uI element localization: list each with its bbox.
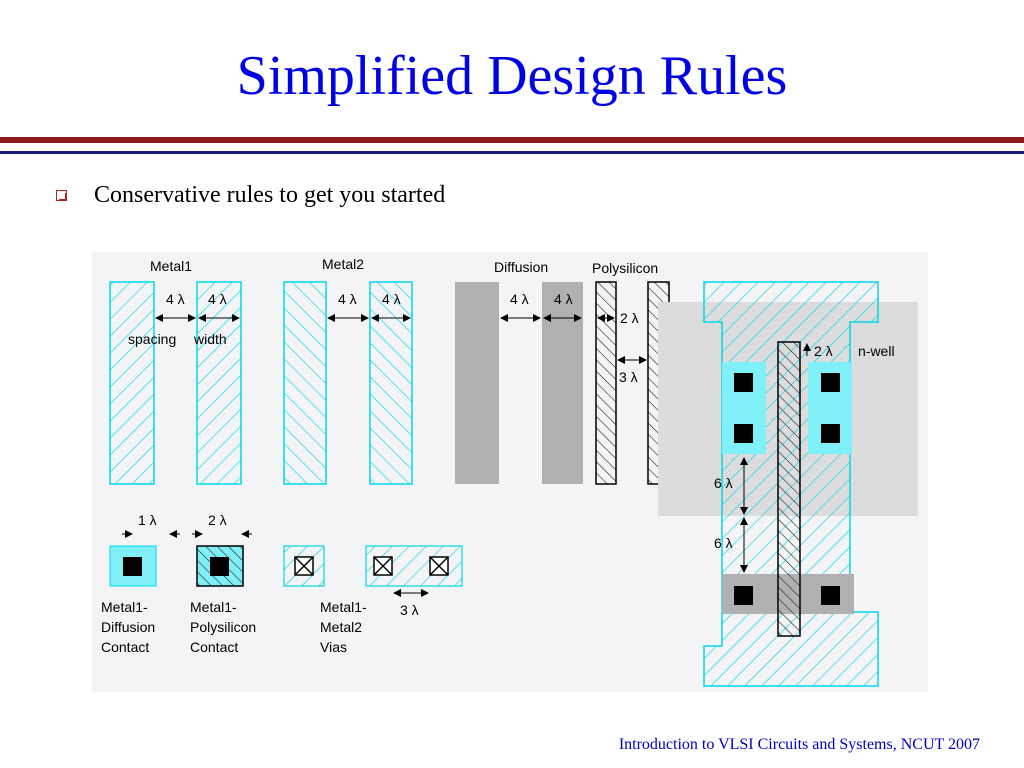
diffusion-region-right bbox=[542, 282, 583, 484]
m1-poly-caption-2: Polysilicon bbox=[190, 619, 256, 635]
m1-m2-caption-3: Vias bbox=[320, 639, 347, 655]
title-divider-red bbox=[0, 137, 1024, 143]
m1-diff-caption-2: Diffusion bbox=[101, 619, 155, 635]
poly-spacing-value: 3 λ bbox=[619, 369, 638, 385]
metal2-wire-left bbox=[283, 281, 327, 485]
design-rules-diagram: Metal1 4 λ 4 λ spacing width Metal2 4 λ … bbox=[92, 252, 928, 692]
metal1-spacing-caption: spacing bbox=[128, 331, 176, 347]
m1-m2-caption-2: Metal2 bbox=[320, 619, 362, 635]
m1-diff-caption-1: Metal1- bbox=[101, 599, 148, 615]
bullet-icon bbox=[56, 190, 67, 201]
metal2-label: Metal2 bbox=[322, 256, 364, 272]
poly-width-value: 2 λ bbox=[620, 310, 639, 326]
metal1-label: Metal1 bbox=[150, 258, 192, 274]
m1-diff-caption-3: Contact bbox=[101, 639, 149, 655]
poly-gate bbox=[777, 341, 801, 637]
diffusion-spacing-value: 4 λ bbox=[510, 291, 529, 307]
polysilicon-label: Polysilicon bbox=[592, 260, 658, 276]
poly-wire-left bbox=[595, 281, 617, 485]
contact-bl bbox=[734, 586, 753, 605]
metal1-width-caption: width bbox=[193, 331, 227, 347]
m1-poly-caption-3: Contact bbox=[190, 639, 238, 655]
contact-tr-2 bbox=[821, 424, 840, 443]
contact-dim-2: 2 λ bbox=[208, 512, 227, 528]
m1-poly-contact-cut bbox=[210, 557, 229, 576]
diffusion-label: Diffusion bbox=[494, 259, 548, 275]
well-gap-bottom-value: 6 λ bbox=[714, 535, 733, 551]
well-gap-top-value: 6 λ bbox=[714, 475, 733, 491]
nwell-label: n-well bbox=[858, 343, 895, 359]
via-x-icon-2 bbox=[373, 556, 393, 576]
contact-tr-1 bbox=[821, 373, 840, 392]
diffusion-width-value: 4 λ bbox=[554, 291, 573, 307]
contact-tl-1 bbox=[734, 373, 753, 392]
slide-footer: Introduction to VLSI Circuits and System… bbox=[618, 736, 980, 753]
metal1-width-value: 4 λ bbox=[208, 291, 227, 307]
m1-diff-contact-cut bbox=[123, 557, 142, 576]
diffusion-region-left bbox=[455, 282, 499, 484]
via-spacing-value: 3 λ bbox=[400, 602, 419, 618]
nwell-overlap-value: 2 λ bbox=[814, 343, 833, 359]
contact-br bbox=[821, 586, 840, 605]
slide-title: Simplified Design Rules bbox=[236, 45, 788, 107]
metal1-wire-left bbox=[109, 281, 155, 485]
metal2-width-value: 4 λ bbox=[382, 291, 401, 307]
metal1-wire-right bbox=[196, 281, 242, 485]
m1-poly-caption-1: Metal1- bbox=[190, 599, 237, 615]
via-x-icon-3 bbox=[429, 556, 449, 576]
contact-tl-2 bbox=[734, 424, 753, 443]
m1-m2-caption-1: Metal1- bbox=[320, 599, 367, 615]
metal1-spacing-value: 4 λ bbox=[166, 291, 185, 307]
bullet-text: Conservative rules to get you started bbox=[94, 182, 446, 208]
contact-dim-1: 1 λ bbox=[138, 512, 157, 528]
via-x-icon-1 bbox=[294, 556, 314, 576]
metal2-wire-right bbox=[369, 281, 413, 485]
metal2-spacing-value: 4 λ bbox=[338, 291, 357, 307]
title-divider-blue bbox=[0, 151, 1024, 154]
